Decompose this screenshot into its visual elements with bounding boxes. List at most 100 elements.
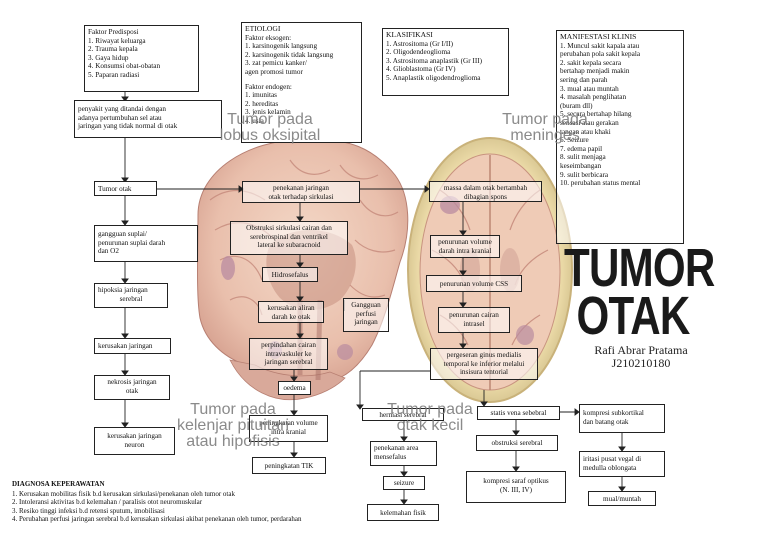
overlay-lobus-oksipital: Tumor pada lobus oksipital	[200, 112, 340, 144]
poster-title: TUMOR OTAK	[564, 238, 715, 346]
box-line: penekanan area	[374, 444, 419, 452]
manifestasi-item: 5. secara bertahap hilang	[560, 110, 632, 119]
box-line: insisura tentorial	[459, 368, 509, 377]
overlay-line: kelenjar pituitari	[176, 417, 290, 434]
faktor-item: 2. Trauma kepala	[88, 45, 138, 54]
box-line: serebrospinal dan ventrikel	[250, 232, 328, 241]
box-line: intrasel	[463, 319, 485, 328]
penekanan-area-box: penekanan area mensefalus	[370, 441, 437, 466]
box-line: penurunan volume	[438, 238, 492, 246]
box-line: peningkatan TIK	[264, 462, 314, 470]
box-line: obstruksi serebral	[491, 439, 543, 447]
definisi-line: penyakit yang ditandai dengan	[78, 105, 167, 113]
overlay-line: Tumor pada	[190, 401, 276, 418]
manifestasi-item: perubahan pola sakit kepala	[560, 50, 641, 59]
perpindahan-cairan-box: perpindahan cairan intravaskuler ke jari…	[249, 338, 328, 370]
box-line: darah ke otak	[271, 312, 311, 321]
klasifikasi-title: KLASIFIKASI	[386, 30, 433, 39]
author-block: Rafi Abrar Pratama J210210180	[576, 344, 706, 370]
box-line: massa dalam otak bertambah	[443, 184, 528, 192]
author-nim: J210210180	[611, 356, 671, 370]
box-line: oedema	[283, 384, 306, 392]
overlay-meninges: Tumor pada meninges	[490, 112, 600, 144]
box-line: kelemahan fisik	[380, 509, 426, 517]
box-line: mensefalus	[374, 452, 407, 461]
manifestasi-title: MANIFESTASI KLINIS	[560, 32, 637, 41]
box-line: kerusakan jaringan	[107, 432, 162, 440]
eksogen-item: 1. karsinogenik langsung	[245, 42, 318, 51]
box-line: gangguan suplai/	[98, 230, 147, 238]
etiologi-box: ETIOLOGI Faktor eksogen: 1. karsinogenik…	[241, 22, 362, 143]
box-line: neuron	[124, 440, 145, 449]
penurunan-volume-darah-box: penurunan volume darah intra kranial	[430, 235, 500, 258]
box-line: jaringan	[354, 318, 378, 327]
box-line: mual/muntah	[603, 495, 641, 503]
box-line: herniasi serebral	[379, 411, 427, 419]
box-line: peningkatan volume	[259, 419, 318, 427]
mual-muntah-box: mual/muntah	[588, 491, 656, 506]
diagnosa-item: 4. Perubahan perfusi jaringan serebral b…	[12, 515, 302, 524]
box-line: kerusakan aliran	[267, 304, 315, 312]
faktor-title: Faktor Predisposi	[88, 28, 139, 36]
pergeseran-girus-box: pergeseran ginus medialis temporal ke in…	[430, 348, 538, 380]
author-name: Rafi Abrar Pratama	[594, 343, 688, 357]
box-line: perfusi	[356, 309, 376, 318]
overlay-line: Tumor pada	[387, 401, 473, 418]
hidrosefalus-box: Hidrosefalus	[262, 267, 318, 282]
definisi-line: adanya pertumbuhan sel atau	[78, 113, 162, 122]
klasifikasi-box: KLASIFIKASI 1. Astrositoma (Gr I/II) 2. …	[382, 28, 509, 96]
klasifikasi-item: 5. Anaplastik oligodendroglioma	[386, 73, 481, 82]
box-line: Gangguan	[351, 301, 381, 309]
penurunan-cairan-box: penurunan cairan intrasel	[438, 307, 510, 333]
gangguan-suplai-box: gangguan suplai/ penurunan suplai darah …	[94, 225, 198, 262]
title-line-1: TUMOR	[564, 238, 715, 298]
diagnosa-item: 2. Intoleransi aktivitas b.d kelemahan /…	[12, 498, 203, 507]
box-line: otak terhadap sirkulasi	[268, 192, 334, 201]
box-line: kerusakan jaringan	[98, 342, 153, 350]
overlay-otak-kecil: Tumor pada otak kecil	[380, 402, 480, 434]
peningkatan-tik-box: peningkatan TIK	[252, 457, 326, 474]
manifestasi-item: (buram dll)	[560, 101, 593, 110]
box-line: Hidrosefalus	[271, 271, 309, 279]
penyakit-definisi-box: penyakit yang ditandai dengan adanya per…	[74, 100, 222, 138]
kelemahan-fisik-box: kelemahan fisik	[367, 504, 439, 521]
box-line: jaringan serebral	[264, 358, 313, 367]
box-line: penurunan volume CSS	[439, 280, 509, 288]
diagnosa-item: 1. Kerusakan mobilitas fisik b.d kerusak…	[12, 489, 235, 498]
faktor-predisposisi-box: Faktor Predisposi 1. Riwayat keluarga 2.…	[84, 25, 199, 92]
kompresi-subkortikal-box: kompresi subkortikal dan batang otak	[579, 404, 665, 433]
etiologi-title: ETIOLOGI	[245, 24, 281, 33]
box-line: hipoksia jaringan	[98, 286, 148, 294]
box-line: intravaskuler ke	[265, 349, 312, 358]
diagnosa-title: DIAGNOSA KEPERAWATAN	[12, 480, 105, 488]
box-line: dan O2	[98, 247, 119, 256]
box-line: otak	[125, 386, 139, 395]
herniasi-box: herniasi serebral	[362, 408, 444, 421]
title-line-2: OTAK	[576, 286, 690, 346]
overlay-line: atau hipofisis	[186, 433, 280, 450]
box-line: perpindahan cairan	[261, 341, 316, 349]
manifestasi-item: keseimbangan	[560, 161, 602, 170]
box-line: darah intra kranial	[438, 246, 492, 255]
seizure-box: seizure	[383, 476, 425, 490]
box-line: dan batang otak	[583, 417, 629, 426]
klasifikasi-item: 1. Astrositoma (Gr I/II)	[386, 39, 454, 48]
nekrosis-box: nekrosis jaringan otak	[94, 375, 170, 400]
klasifikasi-item: 4. Glioblastoma (Gr IV)	[386, 65, 456, 74]
box-line: Obstruksi sirkulasi cairan dan	[246, 224, 332, 232]
statis-vena-box: statis vena sebebral	[477, 406, 560, 420]
peningkatan-volume-box: peningkatan volume intra kranial	[249, 415, 328, 442]
faktor-item: 5. Paparan radiasi	[88, 70, 140, 79]
penurunan-volume-css-box: penurunan volume CSS	[426, 275, 522, 292]
box-line: serebral	[119, 294, 143, 303]
tumor-otak-box: Tumor otak	[94, 181, 157, 196]
manifestasi-klinis-box: MANIFESTASI KLINIS 1. Muncul sakit kapal…	[556, 30, 684, 244]
klasifikasi-item: 3. Astrositoma anaplastik (Gr III)	[386, 56, 483, 65]
manifestasi-item: 8. sulit menjaga	[560, 153, 606, 162]
endogen-item: 3. jenis kelamin	[245, 108, 291, 117]
box-line: penurunan suplai darah	[98, 238, 166, 247]
manifestasi-item: 2. sakit kepala secara	[560, 58, 622, 67]
faktor-item: 4. Konsumsi obat-obatan	[88, 62, 161, 71]
oedema-box: oedema	[278, 381, 311, 395]
